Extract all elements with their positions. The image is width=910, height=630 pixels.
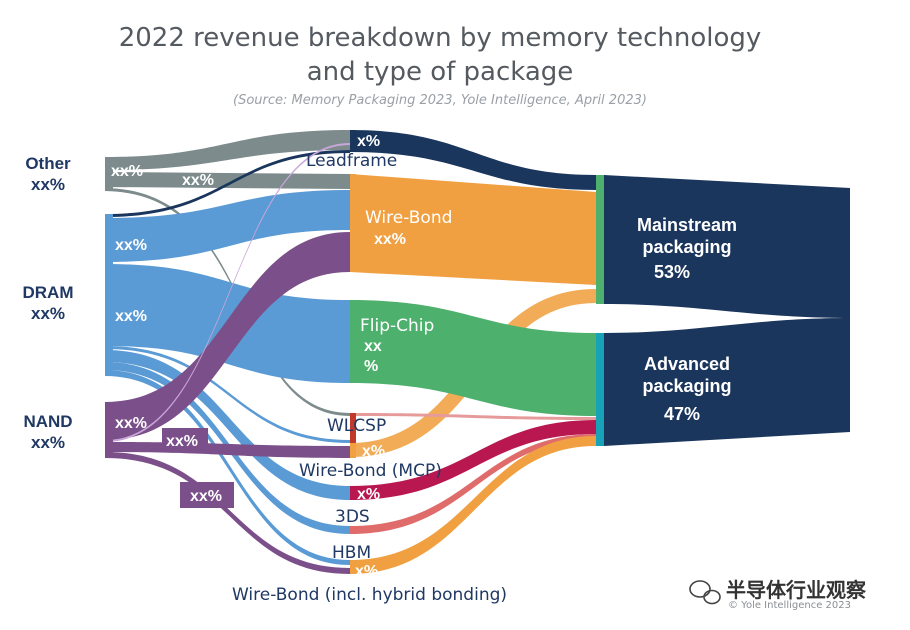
label-wirebond-mcp: Wire-Bond (MCP) — [299, 461, 442, 481]
label-other: Other — [25, 154, 71, 173]
flow-label-other-2: xx% — [182, 172, 214, 189]
label-nand: NAND — [23, 412, 72, 431]
value-advanced: 47% — [664, 404, 700, 424]
flow-nand-wbmcp — [105, 442, 350, 458]
flow-label-dram-2: xx% — [115, 308, 147, 325]
label-mainstream-1: Mainstream — [637, 215, 737, 235]
value-nand: xx% — [31, 433, 65, 452]
node-mainstream-packaging — [604, 175, 850, 318]
flow-nand-hybrid — [105, 452, 350, 574]
flow-wirebond-mainstream — [350, 174, 596, 285]
flow-nand-wirebond — [105, 232, 350, 440]
value-leadframe: x% — [357, 133, 380, 150]
flow-label-dram-1: xx% — [115, 237, 147, 254]
value-wirebond: xx% — [374, 231, 406, 248]
label-wirebond: Wire-Bond — [365, 208, 452, 228]
label-hbm: HBM — [332, 543, 371, 563]
value-wirebond-mcp: x% — [357, 486, 380, 503]
label-advanced-1: Advanced — [644, 354, 730, 374]
value-mainstream: 53% — [654, 262, 690, 282]
flow-leadframe-mainstream — [350, 130, 596, 190]
flow-label-nand-3: xx% — [190, 488, 222, 505]
label-leadframe: Leadframe — [306, 151, 397, 171]
wirebond-edge — [350, 174, 356, 272]
value-dram: xx% — [31, 304, 65, 323]
flow-dram-wlcsp — [105, 346, 350, 443]
strip-advanced — [596, 333, 604, 446]
flow-label-nand-2: xx% — [166, 433, 198, 450]
flow-label-other-1: xx% — [111, 163, 143, 180]
node-other — [105, 157, 113, 191]
value-hbm: x% — [355, 563, 378, 580]
flow-dram-leadframe — [105, 150, 350, 217]
flow-hbm-advanced — [350, 436, 596, 574]
label-wirebond-hybrid: Wire-Bond (incl. hybrid bonding) — [232, 585, 507, 605]
label-mainstream-2: packaging — [642, 237, 731, 257]
flow-wlcsp-advanced — [356, 413, 596, 420]
tag-nand-3 — [180, 482, 234, 508]
flow-dram-wirebond — [105, 190, 350, 262]
label-advanced-2: packaging — [642, 376, 731, 396]
node-advanced-packaging — [604, 318, 850, 446]
flow-wbmcp-advanced — [350, 420, 596, 500]
label-wlcsp: WLCSP — [327, 416, 386, 436]
label-3ds: 3DS — [335, 507, 370, 527]
value-other: xx% — [31, 175, 65, 194]
node-wlcsp — [350, 413, 356, 443]
flow-dram-hbm — [105, 370, 350, 565]
title-line-2: and type of package — [307, 57, 574, 87]
label-dram: DRAM — [23, 283, 74, 302]
value-wlcsp: x% — [362, 443, 385, 460]
title-line-1: 2022 revenue breakdown by memory technol… — [119, 23, 762, 53]
value-flipchip-1: xx — [364, 338, 382, 355]
tag-nand-2 — [162, 428, 208, 452]
strip-mainstream — [596, 175, 604, 304]
flow-other-leadframe — [105, 130, 350, 170]
label-flipchip: Flip-Chip — [360, 316, 434, 336]
copyright: © Yole Intelligence 2023 — [728, 600, 851, 611]
wechat-icon — [689, 580, 721, 605]
flow-3ds-advanced — [350, 434, 596, 534]
value-flipchip-2: % — [364, 358, 378, 375]
watermark-text: 半导体行业观察 — [726, 578, 867, 602]
flow-flipchip-advanced — [350, 300, 596, 416]
node-nand — [105, 402, 113, 458]
flow-dram-wbmcp — [105, 350, 350, 500]
source-note: (Source: Memory Packaging 2023, Yole Int… — [233, 93, 647, 108]
node-dram — [105, 214, 113, 376]
flow-label-nand-1: xx% — [115, 415, 147, 432]
